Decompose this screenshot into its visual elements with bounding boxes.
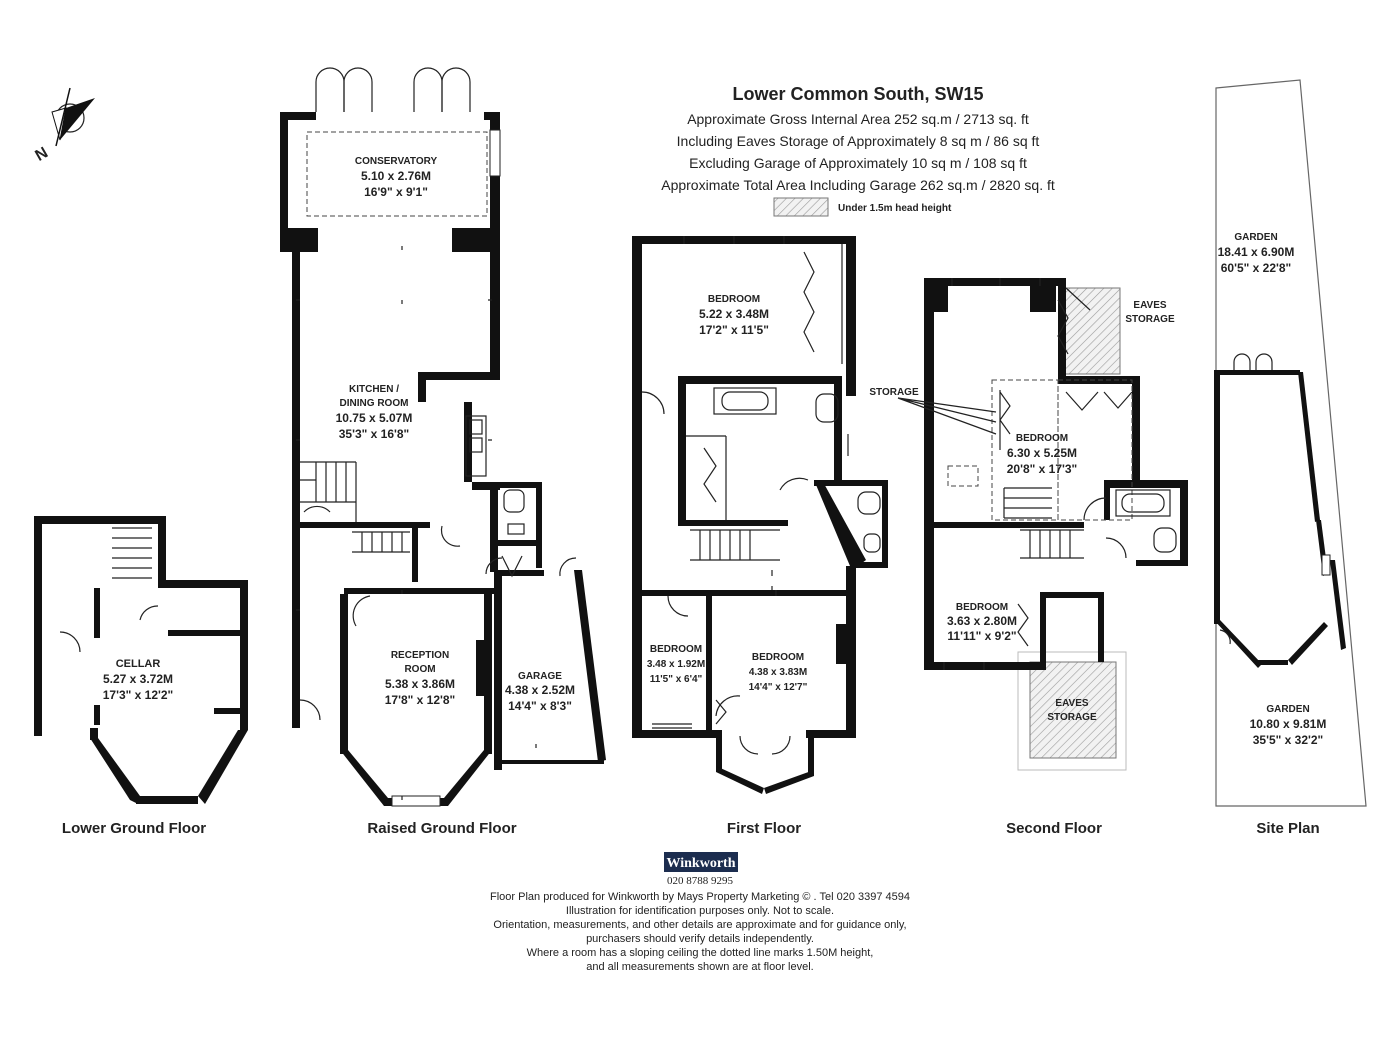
footer-line-4: purchasers should verify details indepen… (586, 933, 814, 945)
garden1-metric: 18.41 x 6.90M (1218, 245, 1295, 259)
brand-phone: 020 8788 9295 (667, 875, 734, 887)
eaves-storage-1-name-1: EAVES (1133, 300, 1166, 311)
floor-label-first: First Floor (727, 820, 801, 837)
garden2-metric: 10.80 x 9.81M (1250, 717, 1327, 731)
bed2-name: BEDROOM (650, 644, 702, 655)
kitchen-metric: 10.75 x 5.07M (336, 411, 413, 425)
floor-label-raised-ground: Raised Ground Floor (367, 820, 516, 837)
storage-label: STORAGE (869, 387, 919, 398)
second-floor-plan (897, 278, 1188, 771)
reception-name-1: RECEPTION (391, 650, 449, 661)
reception-name-2: ROOM (404, 664, 435, 675)
bed4-name: BEDROOM (1016, 433, 1068, 444)
bed4-imperial: 20'8" x 17'3" (1007, 462, 1077, 476)
garden1-name: GARDEN (1234, 232, 1277, 243)
site-plan (1214, 79, 1367, 807)
bed3-imperial: 14'4" x 12'7" (749, 682, 808, 693)
floor-label-second: Second Floor (1006, 820, 1102, 837)
bed5-name: BEDROOM (956, 602, 1008, 613)
bed3-name: BEDROOM (752, 652, 804, 663)
bed4-metric: 6.30 x 5.25M (1007, 446, 1077, 460)
bed1-metric: 5.22 x 3.48M (699, 307, 769, 321)
conservatory-name: CONSERVATORY (355, 156, 438, 167)
bed1-name: BEDROOM (708, 294, 760, 305)
brand-logo-text: Winkworth (667, 856, 736, 871)
bed5-metric: 3.63 x 2.80M (947, 614, 1017, 628)
footer-line-1: Floor Plan produced for Winkworth by May… (490, 891, 910, 903)
conservatory-metric: 5.10 x 2.76M (361, 169, 431, 183)
compass-north-label: N (33, 144, 52, 165)
eaves-storage-1-name-2: STORAGE (1125, 314, 1175, 325)
garden2-imperial: 35'5" x 32'2" (1253, 733, 1323, 747)
compass-icon (51, 87, 95, 147)
property-title: Lower Common South, SW15 (732, 84, 983, 104)
bed2-metric: 3.48 x 1.92M (647, 659, 705, 670)
raised-ground-floor-plan (280, 67, 606, 807)
garage-metric: 4.38 x 2.52M (505, 683, 575, 697)
legend-label: Under 1.5m head height (838, 203, 952, 214)
floor-label-site: Site Plan (1256, 820, 1319, 837)
bed5-imperial: 11'11" x 9'2" (947, 629, 1016, 643)
kitchen-imperial: 35'3" x 16'8" (339, 427, 409, 441)
cellar-name: CELLAR (116, 658, 161, 670)
cellar-metric: 5.27 x 3.72M (103, 672, 173, 686)
footer-line-3: Orientation, measurements, and other det… (493, 919, 906, 931)
kitchen-name-2: DINING ROOM (340, 398, 409, 409)
area-line-2: Including Eaves Storage of Approximately… (677, 133, 1040, 149)
footer-line-6: and all measurements shown are at floor … (586, 961, 813, 973)
floor-label-lower-ground: Lower Ground Floor (62, 820, 206, 837)
area-line-3: Excluding Garage of Approximately 10 sq … (689, 155, 1027, 171)
garden1-imperial: 60'5" x 22'8" (1221, 261, 1291, 275)
cellar-imperial: 17'3" x 12'2" (103, 688, 173, 702)
area-line-1: Approximate Gross Internal Area 252 sq.m… (687, 111, 1029, 127)
lower-ground-floor-plan (34, 516, 248, 804)
legend-swatch (773, 197, 829, 217)
brand-logo-box (664, 852, 738, 872)
kitchen-name-1: KITCHEN / (349, 384, 399, 395)
bed3-metric: 4.38 x 3.83M (749, 667, 807, 678)
bed1-imperial: 17'2" x 11'5" (699, 323, 769, 337)
area-line-4: Approximate Total Area Including Garage … (661, 177, 1055, 193)
garage-imperial: 14'4" x 8'3" (508, 699, 572, 713)
garden2-name: GARDEN (1266, 704, 1309, 715)
footer-line-5: Where a room has a sloping ceiling the d… (527, 947, 874, 959)
bed2-imperial: 11'5" x 6'4" (650, 674, 703, 685)
garage-name: GARAGE (518, 671, 562, 682)
reception-metric: 5.38 x 3.86M (385, 677, 455, 691)
eaves-storage-2-name-2: STORAGE (1047, 712, 1097, 723)
conservatory-imperial: 16'9" x 9'1" (364, 185, 428, 199)
reception-imperial: 17'8" x 12'8" (385, 693, 455, 707)
first-floor-plan (632, 236, 888, 794)
footer-line-2: Illustration for identification purposes… (566, 905, 834, 917)
eaves-storage-2-name-1: EAVES (1055, 698, 1088, 709)
